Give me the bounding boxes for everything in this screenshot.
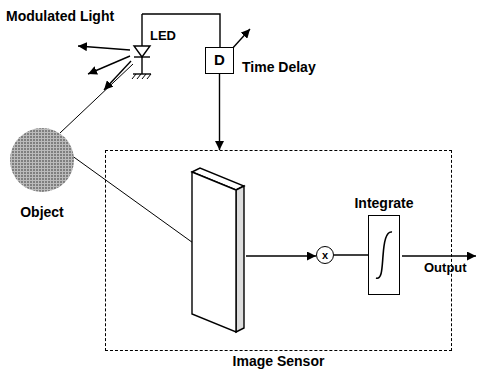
integrator-box: Integrate [368, 215, 400, 295]
led-wire [141, 57, 142, 74]
led-wire [141, 14, 142, 46]
connector [219, 74, 220, 150]
node-label: Object [20, 205, 64, 220]
connector [334, 254, 368, 255]
signal-arrow [246, 255, 316, 256]
object-blob: Object [9, 127, 75, 193]
node-label: x [322, 249, 328, 261]
component-label: LED [150, 29, 176, 43]
output-arrow [402, 255, 476, 256]
ground-symbol [132, 74, 151, 79]
object-shape [9, 127, 75, 193]
multiplier-circle: x [316, 246, 334, 264]
light-ray [60, 64, 133, 133]
node-label: D [214, 52, 225, 69]
integral-symbol [369, 216, 399, 294]
led-symbol [134, 46, 150, 57]
light-label: Modulated Light [6, 9, 114, 24]
node-caption: Time Delay [242, 60, 316, 75]
light-arrow [78, 46, 130, 50]
led-wire [142, 14, 220, 47]
image-sensor-region: xIntegrateImage Sensor [105, 150, 452, 351]
integral-symbol [376, 232, 392, 278]
sensor-plate [236, 186, 244, 332]
signal-label: Output [424, 261, 467, 275]
node-label: Integrate [354, 196, 413, 211]
object-shape [10, 128, 74, 192]
light-arrow [104, 61, 131, 90]
delay-box: DTime Delay [205, 47, 234, 74]
sensor-plate [192, 172, 236, 332]
light-arrow [88, 56, 130, 74]
node-label: Image Sensor [233, 354, 325, 369]
